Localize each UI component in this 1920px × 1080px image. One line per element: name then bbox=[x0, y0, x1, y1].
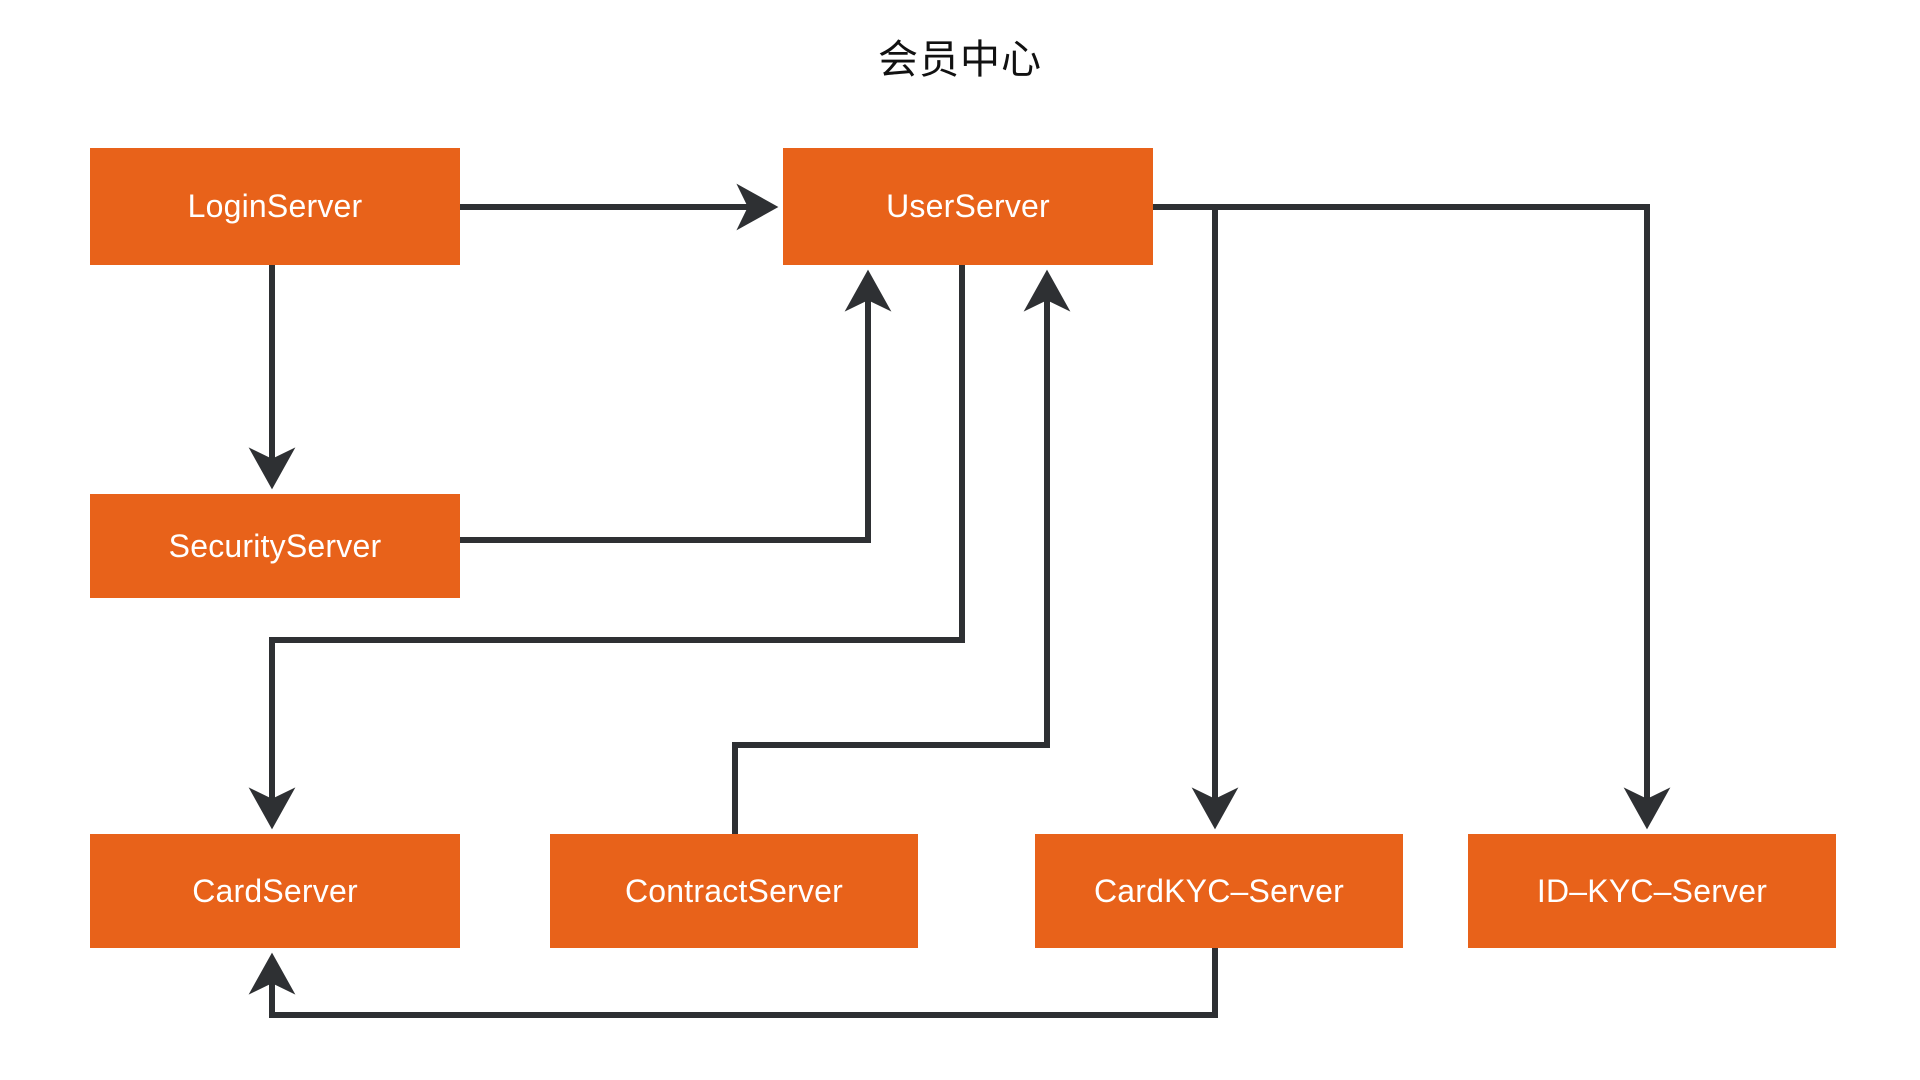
node-label-security-server: SecurityServer bbox=[168, 527, 382, 564]
node-login-server[interactable]: LoginServer bbox=[90, 148, 460, 265]
node-label-card-server: CardServer bbox=[192, 872, 358, 909]
node-label-contract-server: ContractServer bbox=[625, 872, 843, 909]
node-contract-server[interactable]: ContractServer bbox=[550, 834, 918, 948]
edge-card-kyc-to-card bbox=[248, 948, 1218, 1018]
node-security-server[interactable]: SecurityServer bbox=[90, 494, 460, 598]
edge-contract-to-user bbox=[732, 269, 1071, 834]
page-title: 会员中心 bbox=[878, 38, 1042, 82]
node-label-card-kyc-server: CardKYC–Server bbox=[1093, 872, 1344, 909]
node-id-kyc-server[interactable]: ID–KYC–Server bbox=[1468, 834, 1836, 948]
edge-user-to-id-kyc bbox=[1153, 204, 1671, 830]
edge-user-to-card-kyc bbox=[1153, 204, 1239, 830]
node-card-server[interactable]: CardServer bbox=[90, 834, 460, 948]
node-label-user-server: UserServer bbox=[886, 188, 1050, 224]
edge-security-to-user bbox=[460, 269, 892, 543]
node-user-server[interactable]: UserServer bbox=[783, 148, 1153, 265]
node-label-login-server: LoginServer bbox=[187, 188, 363, 224]
node-label-id-kyc-server: ID–KYC–Server bbox=[1536, 872, 1768, 909]
node-card-kyc-server[interactable]: CardKYC–Server bbox=[1035, 834, 1403, 948]
